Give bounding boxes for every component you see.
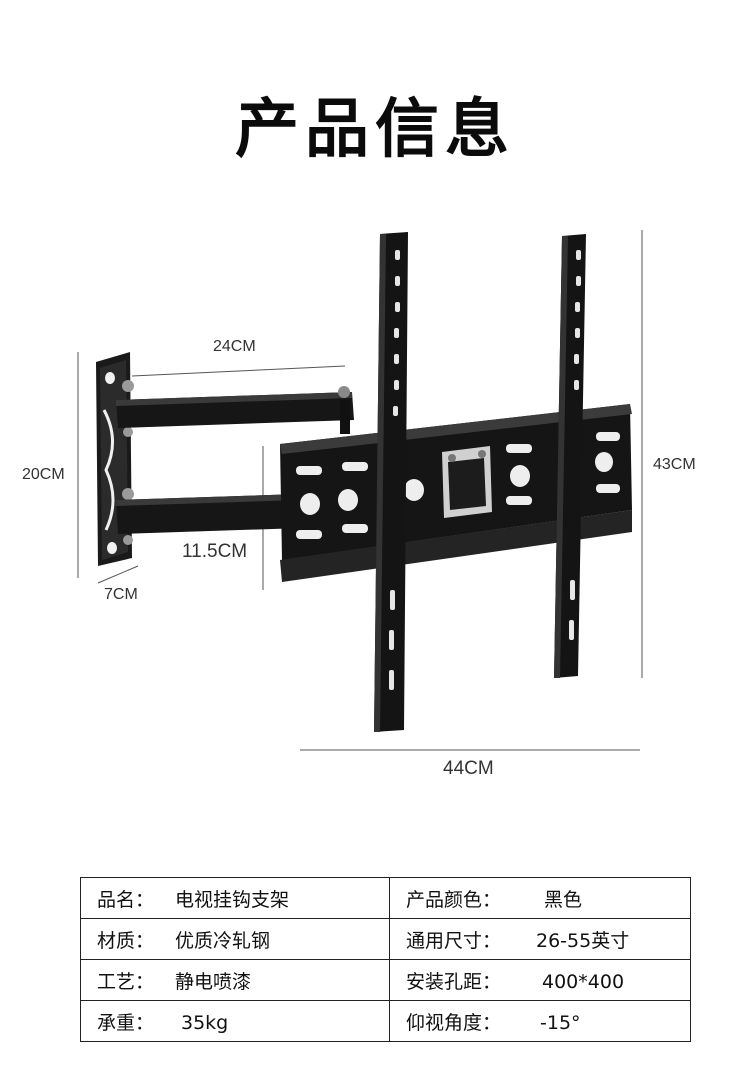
spec-cell: 仰视角度： -15° bbox=[389, 1000, 691, 1042]
spec-table: 品名：电视挂钩支架 产品颜色：黑色 材质：优质冷轧钢 通用尺寸：26-55英寸 … bbox=[80, 877, 691, 1042]
table-row: 承重： 35kg 仰视角度： -15° bbox=[80, 1000, 691, 1042]
spec-cell: 产品颜色： 黑色 bbox=[389, 877, 691, 919]
spec-value: 静电喷漆 bbox=[175, 970, 252, 993]
spec-cell: 工艺： 静电喷漆 bbox=[80, 959, 390, 1001]
spec-label: 工艺： bbox=[97, 970, 155, 993]
spec-value: 黑色 bbox=[544, 888, 583, 911]
dim-plate-depth: 7CM bbox=[104, 586, 138, 603]
spec-value: 电视挂钩支架 bbox=[175, 888, 290, 911]
dim-depth: 11.5CM bbox=[182, 541, 248, 562]
spec-value: 35kg bbox=[181, 1011, 229, 1034]
spec-label: 安装孔距： bbox=[406, 970, 502, 993]
spec-cell: 材质： 优质冷轧钢 bbox=[80, 918, 390, 960]
spec-cell: 承重： 35kg bbox=[80, 1000, 390, 1042]
spec-label: 品名： bbox=[97, 888, 155, 911]
dim-total-height: 43CM bbox=[653, 456, 696, 473]
dim-arm-length: 24CM bbox=[213, 338, 256, 355]
spec-label: 承重： bbox=[97, 1011, 155, 1034]
spec-value: 400*400 bbox=[542, 970, 625, 993]
spec-cell: 品名： 电视挂钩支架 bbox=[80, 877, 390, 919]
spec-value: 26-55英寸 bbox=[536, 929, 630, 952]
table-row: 工艺： 静电喷漆 安装孔距： 400*400 bbox=[80, 959, 691, 1001]
spec-cell: 安装孔距： 400*400 bbox=[389, 959, 691, 1001]
spec-cell: 通用尺寸： 26-55英寸 bbox=[389, 918, 691, 960]
spec-value: 优质冷轧钢 bbox=[175, 929, 271, 952]
dim-plate-height: 20CM bbox=[22, 466, 65, 483]
spec-label: 通用尺寸： bbox=[406, 929, 502, 952]
spec-label: 材质： bbox=[97, 929, 155, 952]
spec-label: 产品颜色： bbox=[406, 888, 502, 911]
dim-total-width: 44CM bbox=[443, 758, 494, 779]
spec-value: -15° bbox=[540, 1011, 581, 1034]
vertical-rails bbox=[374, 232, 586, 732]
product-diagram bbox=[77, 230, 643, 751]
table-row: 材质： 优质冷轧钢 通用尺寸： 26-55英寸 bbox=[80, 918, 691, 960]
wall-plate bbox=[96, 352, 134, 566]
spec-label: 仰视角度： bbox=[406, 1011, 502, 1034]
table-row: 品名： 电视挂钩支架 产品颜色： 黑色 bbox=[80, 877, 691, 919]
horizontal-bracket bbox=[280, 404, 632, 582]
page-title: 产品信息 bbox=[235, 93, 515, 167]
swing-arms bbox=[116, 386, 354, 534]
